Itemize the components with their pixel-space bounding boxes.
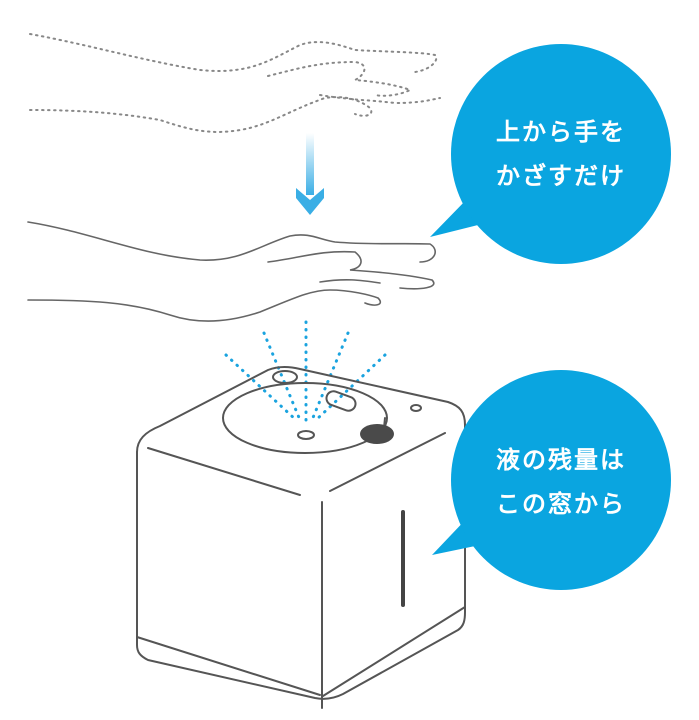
speech-bubble-1 xyxy=(430,44,671,264)
bubble-2-line-2: この窓から xyxy=(496,490,626,518)
bubble-1-text: 上から手を かざすだけ xyxy=(461,110,661,198)
down-arrow-icon xyxy=(296,133,324,215)
power-button xyxy=(360,424,394,444)
bubble-2-line-1: 液の残量は xyxy=(496,446,626,474)
dispenser-device xyxy=(136,365,466,709)
hand-icon xyxy=(27,221,436,322)
bubble-1-line-1: 上から手を xyxy=(496,118,626,146)
dotted-hand-icon xyxy=(29,33,441,133)
speech-bubble-2 xyxy=(432,370,671,590)
spray-dots xyxy=(224,320,387,422)
bubble-1-line-2: かざすだけ xyxy=(496,162,626,190)
bubble-2-text: 液の残量は この窓から xyxy=(461,438,661,526)
